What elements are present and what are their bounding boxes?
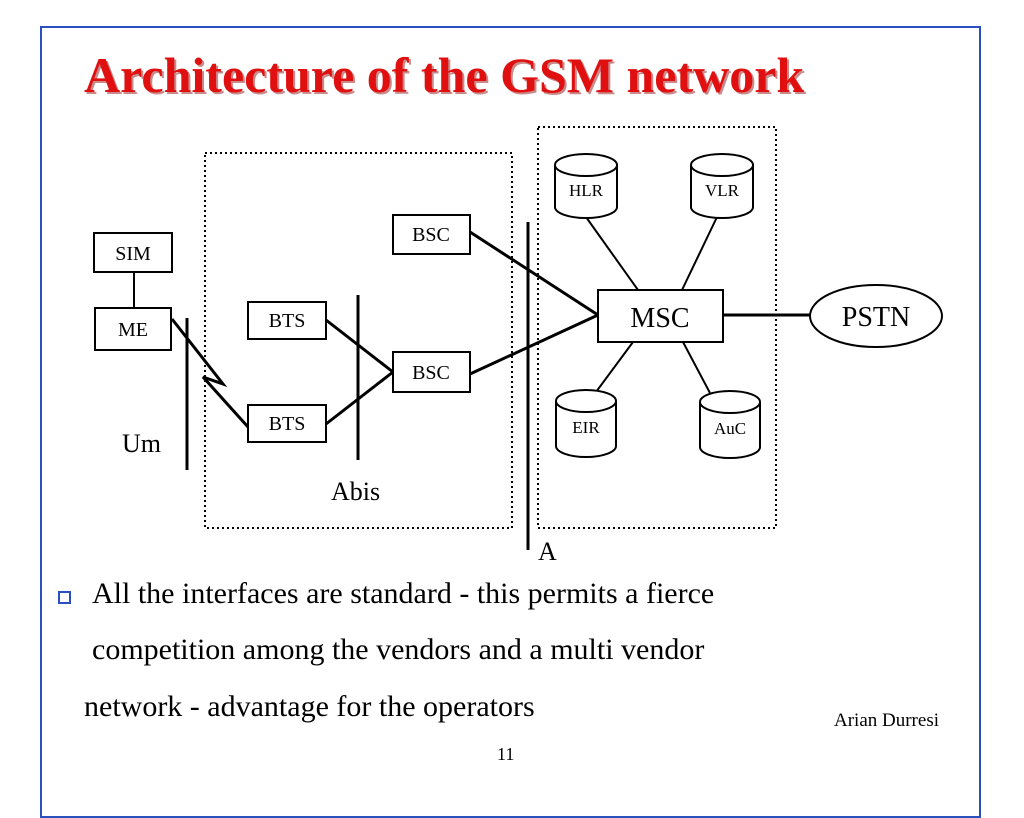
gsm-architecture-diagram: SIM ME BTS BTS BSC BSC MSC PSTN HLR VLR …	[93, 126, 943, 566]
bts-top-label: BTS	[269, 310, 306, 332]
sim-box	[93, 232, 173, 273]
bullet-line-2: competition among the vendors and a mult…	[92, 633, 705, 666]
eir-msc-link	[595, 341, 634, 393]
hlr-msc-link	[585, 216, 639, 291]
bsc-top-msc-link	[469, 230, 599, 317]
bts-top-box	[247, 301, 327, 340]
um-label: Um	[122, 429, 161, 458]
vlr-label: VLR	[705, 181, 740, 200]
hlr-label: HLR	[569, 181, 604, 200]
bsc-top-box	[392, 214, 471, 255]
radio-link	[170, 318, 250, 429]
bts-top-bsc-link	[325, 318, 394, 374]
bsc-middle-box	[392, 351, 471, 393]
bts-bottom-box	[247, 404, 327, 443]
page-number: 11	[497, 744, 515, 764]
vlr-database: VLR	[690, 153, 754, 219]
bsc-middle-msc-link	[469, 313, 599, 376]
auc-msc-link	[682, 341, 711, 394]
bsc-middle-label: BSC	[412, 362, 450, 384]
auc-label: AuC	[714, 419, 746, 438]
msc-box	[597, 289, 724, 343]
abis-label: Abis	[331, 477, 380, 506]
a-label: A	[538, 537, 557, 566]
auc-database: AuC	[699, 390, 761, 459]
bts-bottom-bsc-link	[325, 370, 394, 426]
bullet-line-3: network - advantage for the operators	[84, 690, 535, 723]
author-name: Arian Durresi	[834, 710, 939, 731]
me-box	[94, 307, 172, 351]
vlr-cylinder-body	[690, 165, 754, 219]
hlr-database: HLR	[554, 153, 618, 219]
slide-title: Architecture of the GSM network	[84, 47, 805, 103]
pstn-label: PSTN	[842, 302, 910, 333]
sim-label: SIM	[115, 243, 151, 265]
vlr-cylinder-top	[690, 153, 754, 177]
eir-label: EIR	[572, 418, 600, 437]
eir-cylinder-top	[555, 389, 617, 413]
auc-cylinder-body	[699, 402, 761, 459]
vlr-msc-link	[681, 216, 718, 291]
bss-group-box	[204, 152, 513, 529]
bullet-line-1: All the interfaces are standard - this p…	[92, 577, 715, 610]
bsc-top-label: BSC	[412, 224, 450, 246]
square-bullet-icon	[58, 591, 71, 604]
me-label: ME	[118, 319, 148, 341]
bts-bottom-label: BTS	[269, 413, 306, 435]
pstn-ellipse	[809, 284, 943, 348]
hlr-cylinder-body	[554, 165, 618, 219]
msc-label: MSC	[630, 303, 689, 334]
eir-database: EIR	[555, 389, 617, 458]
eir-cylinder-body	[555, 401, 617, 458]
auc-cylinder-top	[699, 390, 761, 414]
hlr-cylinder-top	[554, 153, 618, 177]
